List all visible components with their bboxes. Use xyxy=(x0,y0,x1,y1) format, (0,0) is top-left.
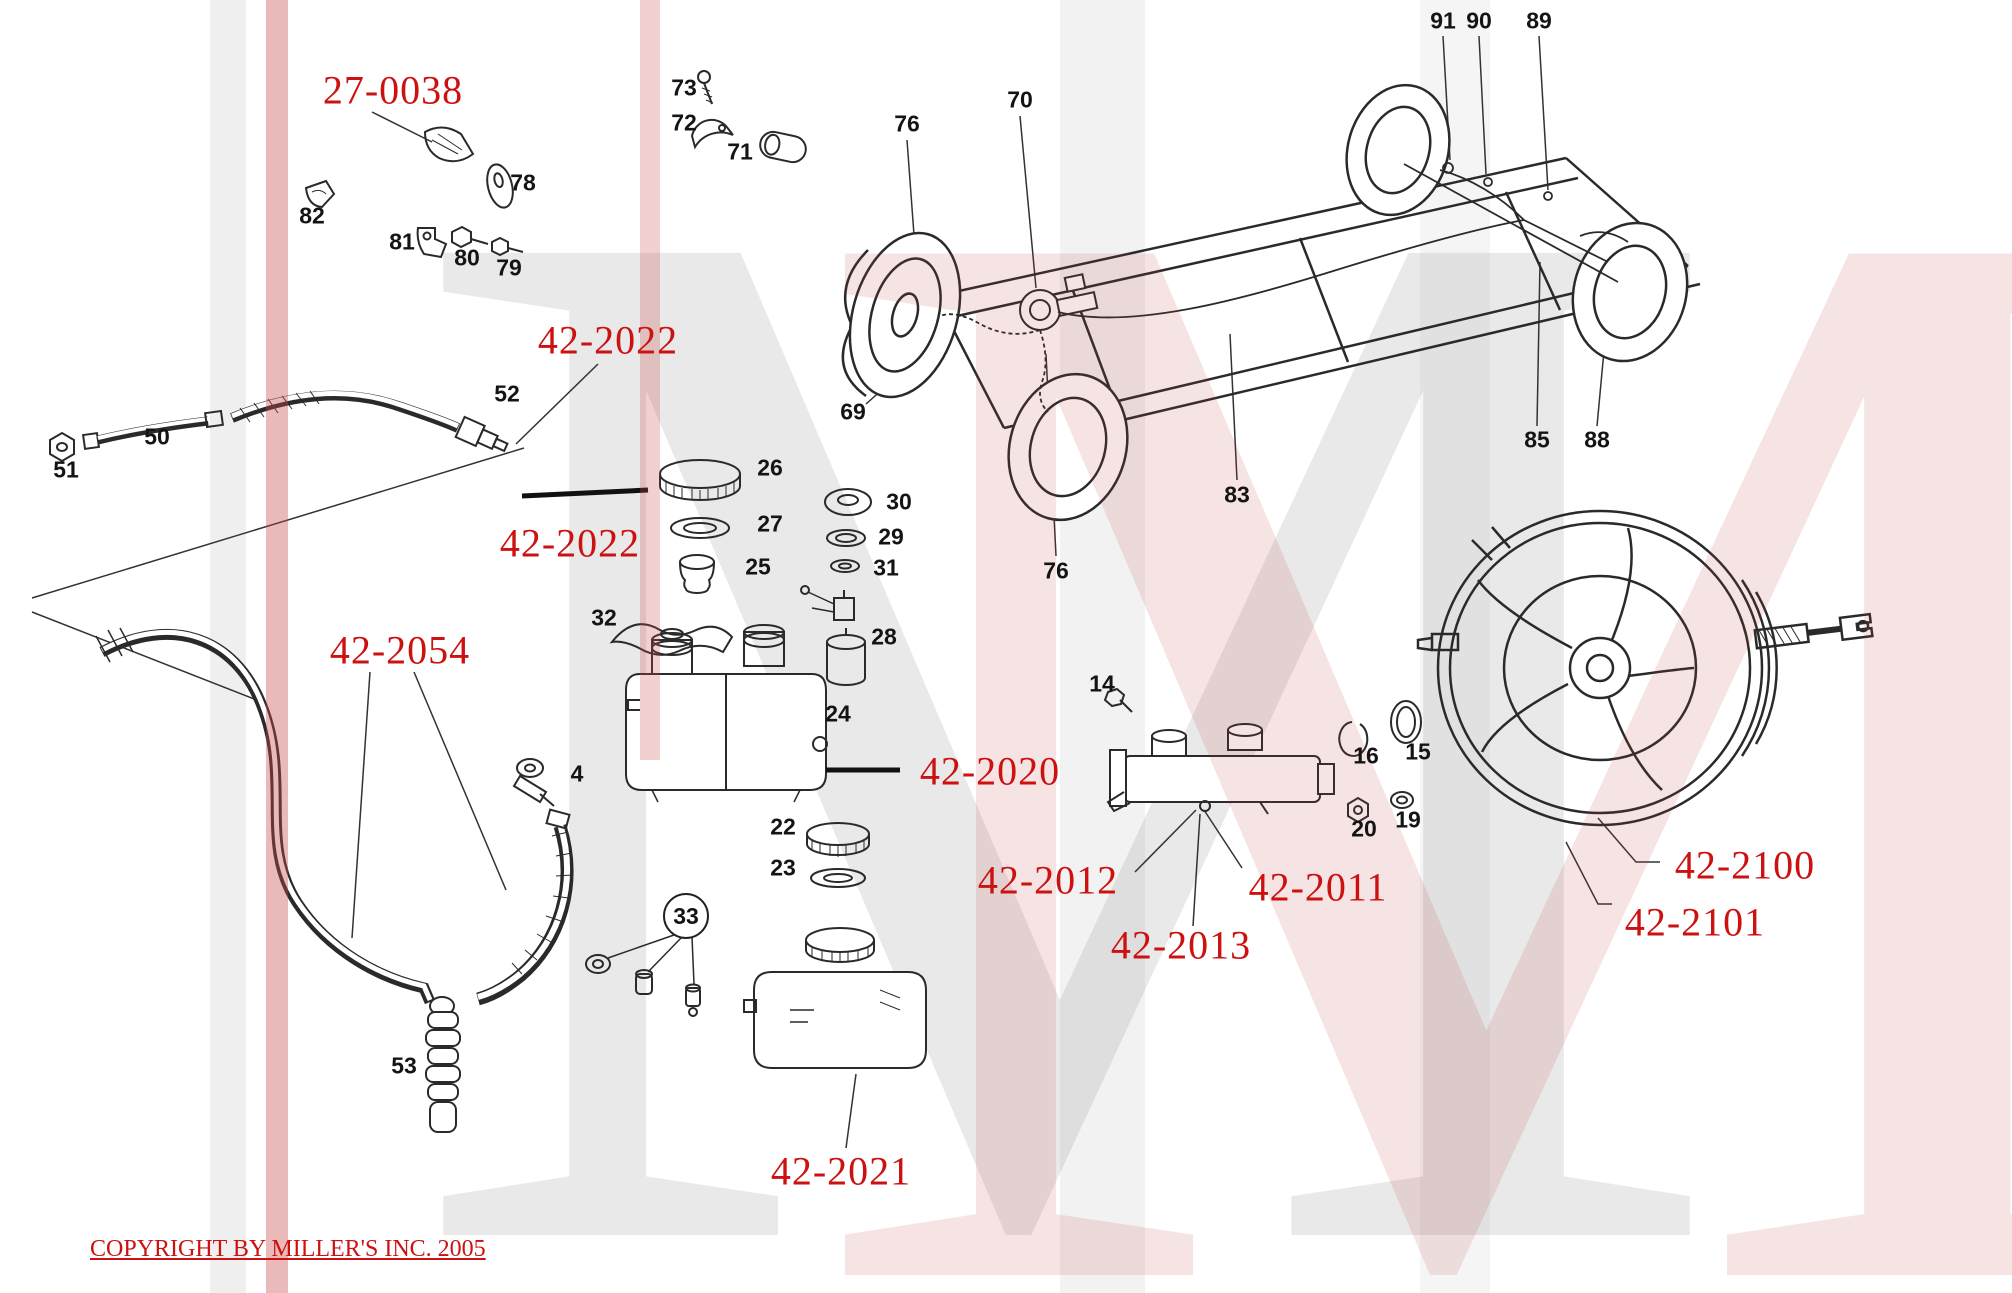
master-cylinder xyxy=(1103,687,1422,824)
brake-lines xyxy=(939,169,1609,413)
reservoir-24 xyxy=(625,624,828,803)
connector-52 xyxy=(454,415,509,453)
copyright-notice: COPYRIGHT BY MILLER'S INC. 2005 xyxy=(90,1236,486,1262)
clip-82 xyxy=(304,179,336,209)
clamp-72 xyxy=(690,118,734,150)
pipe-upper xyxy=(230,390,461,433)
o-ring-15 xyxy=(1390,700,1422,744)
nut-20 xyxy=(1347,796,1369,824)
cylinder-28 xyxy=(826,628,866,686)
plate-78 xyxy=(486,163,514,209)
ring-29 xyxy=(826,529,866,547)
bent-pipe-42-2054 xyxy=(95,627,436,1005)
cap-22 xyxy=(806,822,870,857)
rear-axle-details xyxy=(1403,162,1629,283)
fittings-33 xyxy=(585,934,701,1017)
bolt-79 xyxy=(491,236,524,257)
rubber-hose xyxy=(476,808,574,1006)
grommet-25 xyxy=(679,554,715,594)
watermark-gray: M xyxy=(210,0,1734,1293)
bracket-81 xyxy=(416,227,448,259)
chassis-brake-unit xyxy=(1019,273,1099,331)
reservoir-42-2021 xyxy=(743,927,927,1069)
emphasis-bars xyxy=(521,487,900,773)
screw-73 xyxy=(697,70,714,105)
seal-23 xyxy=(810,868,866,888)
bushing-71 xyxy=(759,130,807,164)
hose-50 xyxy=(81,409,225,451)
cap-26 xyxy=(659,459,741,501)
watermark-letter-red: M xyxy=(800,0,2012,1293)
wheel-rear-right xyxy=(1571,221,1689,363)
reservoir-column xyxy=(585,459,927,1069)
wheel-front-left xyxy=(848,231,962,399)
wheel-rear-left xyxy=(1007,372,1129,522)
ring-31 xyxy=(830,559,860,573)
nut-51 xyxy=(49,431,75,463)
brake-booster xyxy=(1416,509,1874,827)
bleed-screw-14 xyxy=(1103,687,1133,713)
watermark-letter-gray: M xyxy=(400,0,1734,1293)
wheels xyxy=(848,83,1689,522)
hose-assembly-left xyxy=(49,390,574,1133)
ring-30 xyxy=(824,488,872,516)
sensor-contact xyxy=(800,585,855,621)
small-parts-top-left xyxy=(304,70,807,259)
valve-4 xyxy=(512,758,555,807)
bolt-80 xyxy=(451,225,489,249)
washer-19 xyxy=(1390,791,1414,809)
bracket-27-0038 xyxy=(423,126,475,163)
snap-ring-16 xyxy=(1338,721,1369,757)
seal-27 xyxy=(670,517,730,539)
sensor-column xyxy=(800,488,872,686)
push-rod xyxy=(1753,612,1874,650)
boot-53 xyxy=(425,996,461,1133)
watermark-red: M xyxy=(266,0,2012,1293)
